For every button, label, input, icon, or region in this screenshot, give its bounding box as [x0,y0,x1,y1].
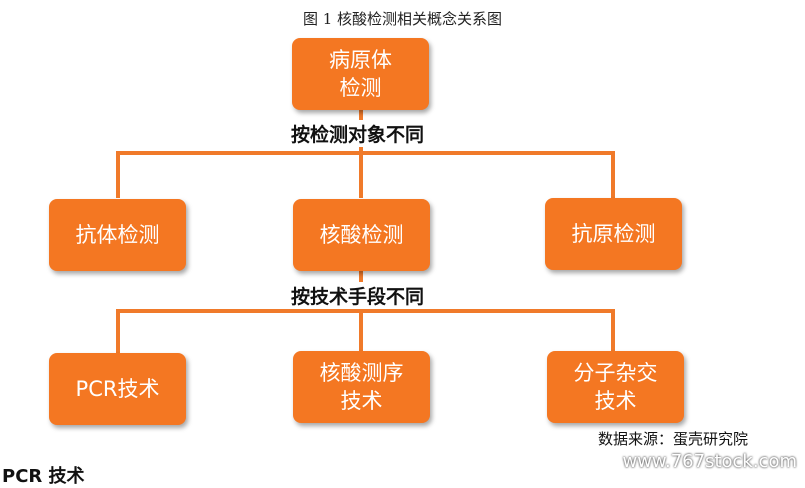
connector-level2-right [611,309,615,354]
node-pathogen-detection: 病原体 检测 [292,38,429,110]
level1-group-label: 按检测对象不同 [289,120,427,147]
node-hybridization-technology: 分子杂交 技术 [547,351,684,423]
connector-level2-left [116,309,120,354]
node-label: PCR技术 [75,377,160,401]
node-label: 病原体 检测 [329,48,392,100]
node-antigen-detection: 抗原检测 [545,198,682,270]
level2-group-label: 按技术手段不同 [289,282,427,309]
node-sequencing-technology: 核酸测序 技术 [293,351,430,423]
node-pcr-technology: PCR技术 [49,353,186,425]
node-label: 抗原检测 [571,222,656,246]
figure-caption: 图 1 核酸检测相关概念关系图 [302,10,503,28]
watermark: www.767stock.com [622,451,797,472]
connector-level1-left [116,151,120,198]
connector-level2-bar [116,309,615,313]
data-source-note: 数据来源：蛋壳研究院 [598,430,749,448]
node-nucleic-acid-detection: 核酸检测 [293,199,430,271]
node-antibody-detection: 抗体检测 [49,199,186,271]
next-section-heading: PCR 技术 [2,466,85,487]
connector-level1-mid [359,151,363,198]
node-label: 分子杂交 技术 [573,361,658,413]
node-label: 抗体检测 [75,223,160,247]
node-label: 核酸测序 技术 [319,361,404,413]
connector-level2-mid [359,309,363,354]
connector-level1-right [611,151,615,198]
node-label: 核酸检测 [319,223,404,247]
connector-level1-bar [116,151,615,155]
